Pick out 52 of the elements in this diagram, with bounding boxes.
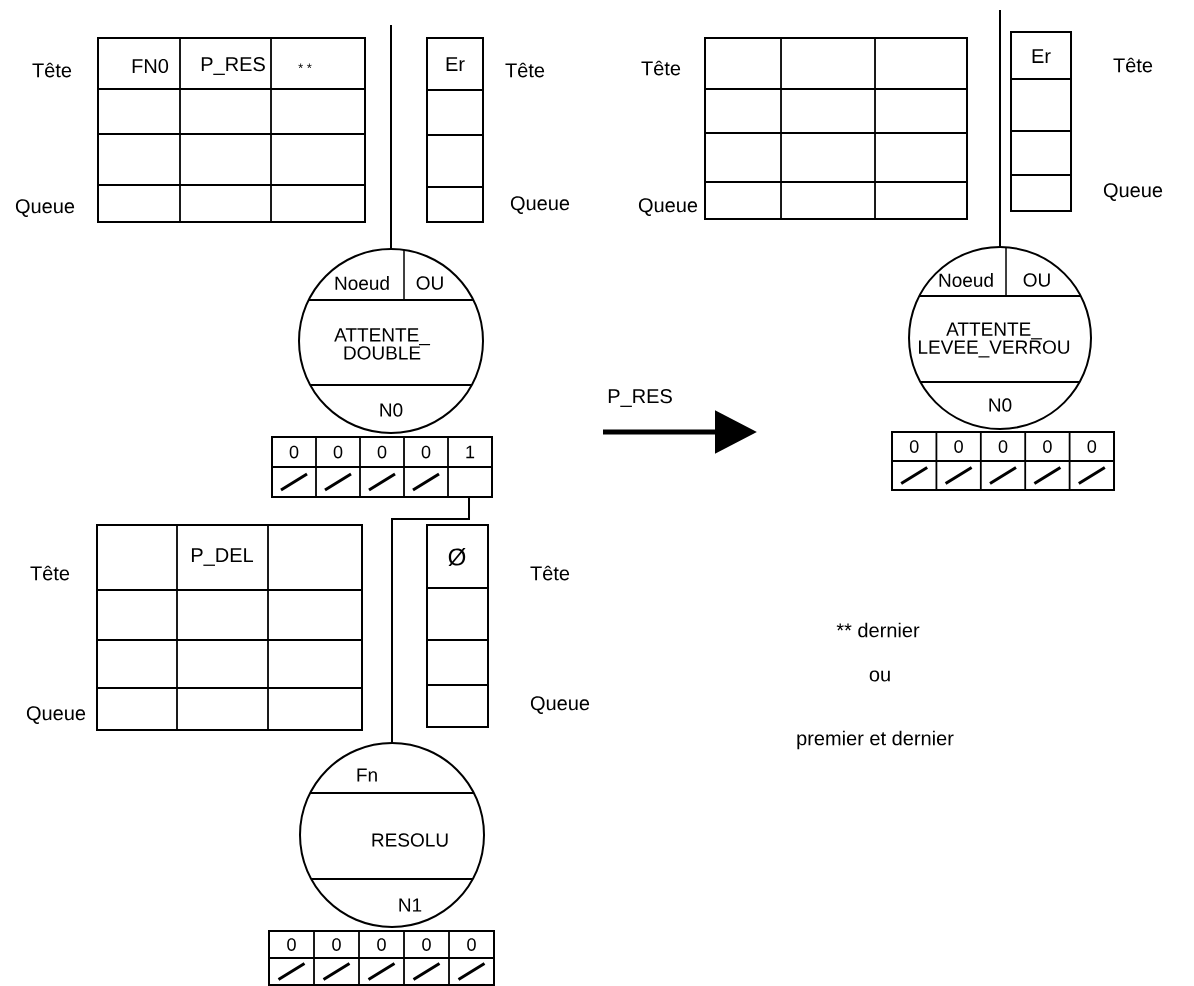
row-label: Queue (510, 196, 570, 214)
row-label: Queue (530, 696, 590, 714)
bit-value: 0 (289, 445, 299, 459)
bit-value: 0 (1043, 440, 1052, 453)
bit-value: 1 (466, 445, 475, 459)
note-text: premier et dernier (797, 730, 954, 750)
cell-text: P_RES (201, 57, 265, 75)
bit-value: 0 (422, 938, 431, 951)
row-label: Tête (32, 62, 72, 78)
bit-value: 0 (377, 938, 386, 951)
state-text: RESOLU (372, 833, 448, 847)
state-text: OU (1023, 273, 1050, 287)
bit-value: 0 (954, 440, 963, 453)
state-text: N0 (380, 403, 403, 417)
state-text: Fn (357, 768, 377, 782)
connector-line (391, 497, 470, 743)
row-label: Queue (26, 706, 86, 724)
row-label: Tête (1113, 57, 1153, 73)
note-text: ** dernier (836, 622, 920, 638)
bit-value: 0 (909, 440, 919, 453)
bit-value: 0 (467, 938, 476, 951)
state-text: N1 (399, 898, 422, 912)
row-label: Queue (638, 198, 698, 216)
state-text: N0 (989, 398, 1012, 412)
note-text: P_RES (608, 389, 672, 407)
cell-text: P_DEL (191, 548, 253, 566)
cell-text: Er (1032, 49, 1051, 63)
row-label: Tête (530, 565, 570, 581)
bit-value: 0 (333, 445, 343, 459)
state-text: Noeud (939, 273, 993, 287)
cell-text: Ø (448, 548, 466, 566)
bit-value: 0 (377, 445, 387, 459)
row-label: Queue (1103, 183, 1163, 201)
cell-text: Er (446, 57, 465, 71)
note-text: ou (869, 670, 890, 682)
connector-line (390, 24, 392, 249)
connector-line (999, 9, 1001, 247)
state-text: OU (416, 276, 443, 290)
bit-value: 0 (332, 938, 341, 951)
bit-value: 0 (421, 445, 431, 459)
row-label: Tête (30, 565, 70, 581)
row-label: Tête (641, 60, 681, 76)
bit-value: 0 (1087, 440, 1097, 453)
state-text: ATTENTE_ DOUBLE (334, 328, 431, 360)
row-label: Queue (15, 199, 75, 217)
bit-value: 0 (287, 938, 296, 951)
state-text: ATTENTE_ LEVEE_VERROU (919, 322, 1070, 358)
state-text: Noeud (335, 276, 389, 290)
cell-text: * * (298, 63, 312, 69)
bit-value: 0 (998, 440, 1008, 453)
row-label: Tête (505, 62, 545, 78)
cell-text: FN0 (132, 58, 169, 74)
